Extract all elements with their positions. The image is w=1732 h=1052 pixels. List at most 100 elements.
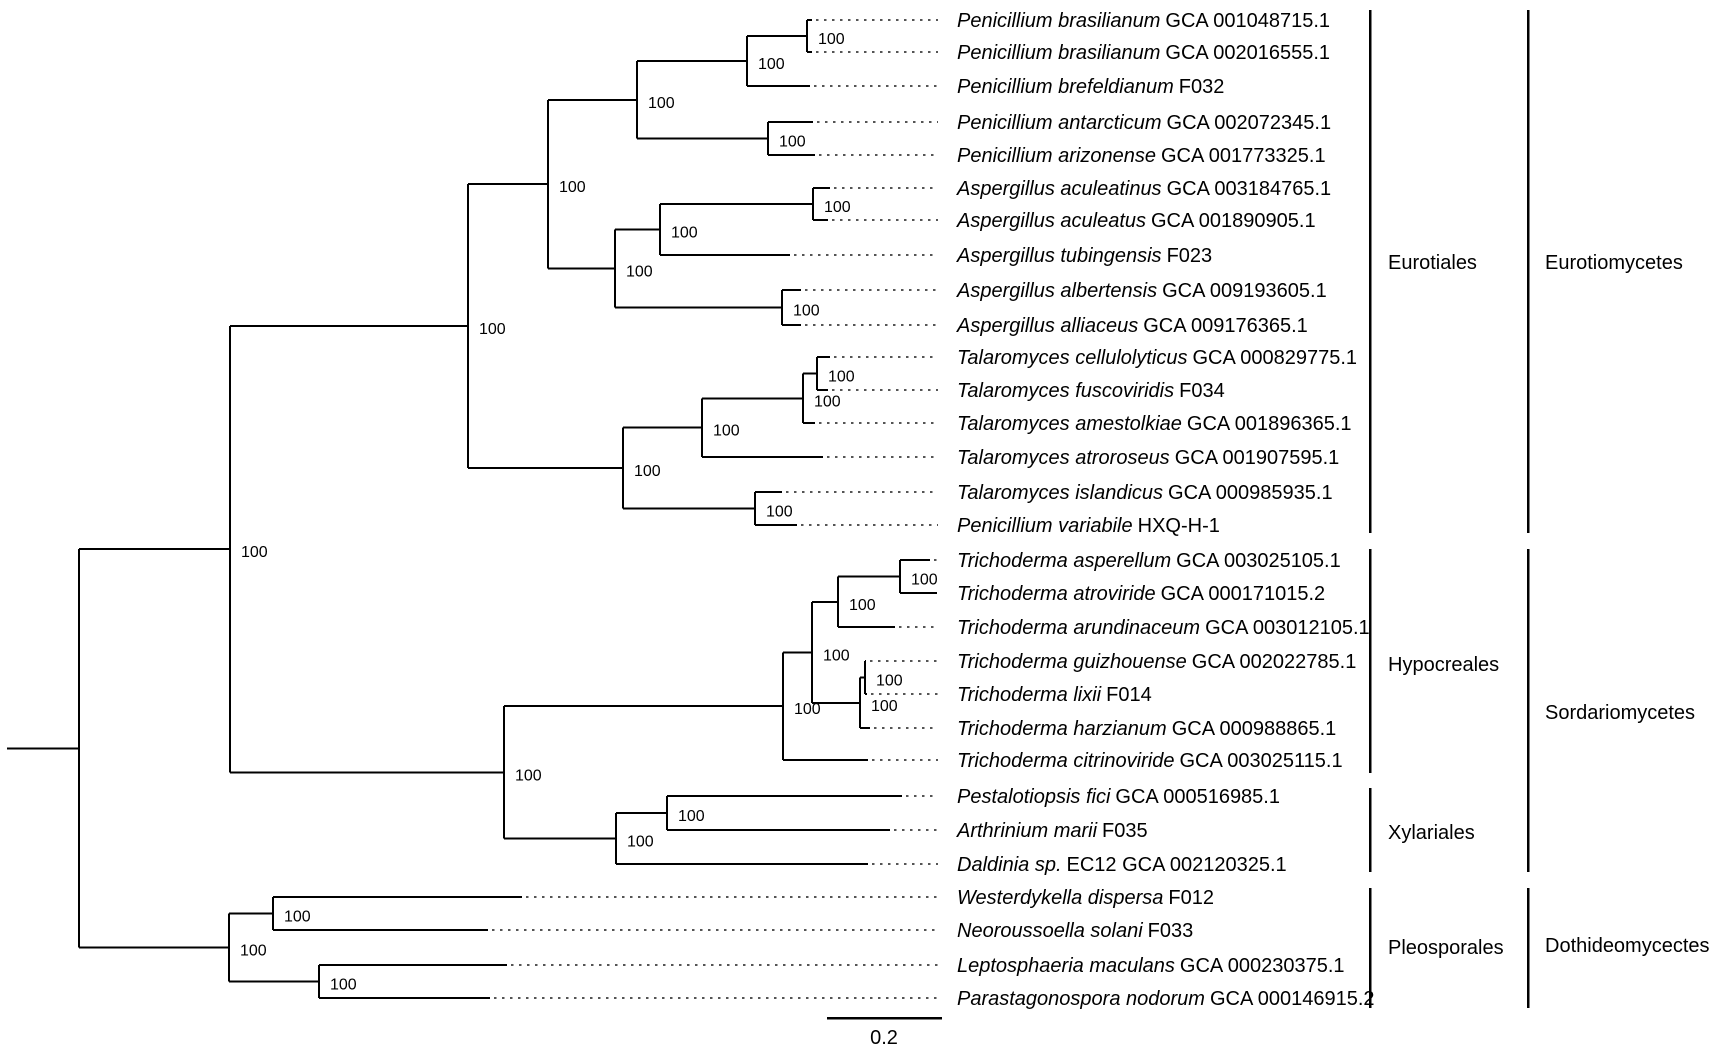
taxon-accession: GCA 001773325.1 (1161, 145, 1326, 167)
support-value: 100 (871, 698, 898, 715)
taxon-accession: GCA 003012105.1 (1205, 617, 1370, 639)
taxon-accession: F014 (1106, 684, 1152, 706)
taxon-name-italic: Penicillium brasilianum (957, 42, 1160, 64)
taxon-accession: GCA 001896365.1 (1187, 413, 1352, 435)
support-value: 100 (678, 808, 705, 825)
clade-label: Sordariomycetes (1545, 702, 1695, 724)
taxon-accession: GCA 009193605.1 (1162, 280, 1327, 302)
taxon-name-italic: Pestalotiopsis fici (957, 786, 1111, 808)
taxon-accession: GCA 000516985.1 (1115, 786, 1280, 808)
scale-bar-label: 0.2 (870, 1027, 898, 1049)
support-value: 100 (828, 369, 855, 386)
support-value: 100 (479, 321, 506, 338)
taxon-accession: GCA 000829775.1 (1192, 347, 1357, 369)
taxon-name-italic: Talaromyces amestolkiae (957, 413, 1182, 435)
support-value: 100 (330, 977, 357, 994)
taxon-name-italic: Aspergillus tubingensis (956, 245, 1162, 267)
taxon-accession: GCA 000230375.1 (1180, 955, 1345, 977)
support-value: 100 (713, 423, 740, 440)
support-value: 100 (793, 303, 820, 320)
taxon-accession: F034 (1179, 380, 1225, 402)
support-value: 100 (627, 834, 654, 851)
taxon-accession: GCA 009176365.1 (1143, 315, 1308, 337)
taxon-accession: HXQ-H-1 (1138, 515, 1220, 537)
taxon-name-italic: Aspergillus alliaceus (956, 315, 1138, 337)
taxon-name-italic: Talaromyces atroroseus (957, 447, 1170, 469)
support-value: 100 (911, 572, 938, 589)
support-value: 100 (671, 225, 698, 242)
taxon-name-italic: Arthrinium marii (956, 820, 1098, 842)
taxon-accession: GCA 001907595.1 (1175, 447, 1340, 469)
support-value: 100 (515, 767, 542, 784)
taxon-name-italic: Talaromyces islandicus (957, 482, 1163, 504)
taxon-accession: GCA 002016555.1 (1165, 42, 1330, 64)
taxon-name-italic: Aspergillus aculeatinus (956, 178, 1162, 200)
clade-label: Eurotiales (1388, 252, 1477, 274)
clade-label: Xylariales (1388, 822, 1475, 844)
support-value: 100 (559, 179, 586, 196)
taxon-accession: F035 (1102, 820, 1148, 842)
taxon-accession: GCA 001048715.1 (1165, 10, 1330, 32)
taxon-accession: GCA 000985935.1 (1168, 482, 1333, 504)
taxon-name-italic: Trichoderma atroviride (957, 583, 1156, 605)
taxon-accession: GCA 000988865.1 (1172, 718, 1337, 740)
taxon-name-italic: Parastagonospora nodorum (957, 988, 1205, 1010)
support-value: 100 (779, 134, 806, 151)
taxon-name-italic: Leptosphaeria maculans (957, 955, 1175, 977)
taxon-accession: GCA 002072345.1 (1167, 112, 1332, 134)
taxon-name-italic: Penicillium arizonense (957, 145, 1156, 167)
taxon-name-italic: Trichoderma citrinoviride (957, 750, 1174, 772)
support-value: 100 (626, 264, 653, 281)
taxon-accession: F012 (1168, 887, 1214, 909)
taxon-name-italic: Aspergillus albertensis (956, 280, 1157, 302)
taxon-name-italic: Penicillium variabile (957, 515, 1133, 537)
support-value: 100 (824, 199, 851, 216)
taxon-name-italic: Talaromyces cellulolyticus (957, 347, 1187, 369)
support-value: 100 (814, 393, 841, 410)
taxon-name-italic: Penicillium brefeldianum (957, 76, 1174, 98)
taxon-name-italic: Trichoderma guizhouense (957, 651, 1187, 673)
taxon-name-italic: Trichoderma lixii (957, 684, 1102, 706)
taxon-name-italic: Daldinia sp. (957, 854, 1062, 876)
taxon-name-italic: Neoroussoella solani (957, 920, 1143, 942)
taxon-name-italic: Aspergillus aculeatus (956, 210, 1146, 232)
support-value: 100 (648, 95, 675, 112)
taxon-accession: GCA 003025105.1 (1176, 550, 1341, 572)
support-value: 100 (876, 673, 903, 690)
taxon-accession: GCA 001890905.1 (1151, 210, 1316, 232)
support-value: 100 (823, 647, 850, 664)
support-value: 100 (634, 463, 661, 480)
clade-label: Hypocreales (1388, 654, 1499, 676)
support-value: 100 (818, 31, 845, 48)
support-value: 100 (849, 597, 876, 614)
clade-label: Eurotiomycetes (1545, 252, 1683, 274)
taxon-accession: EC12 GCA 002120325.1 (1067, 854, 1287, 876)
taxon-label: Daldinia sp.EC12 GCA 002120325.1 (957, 854, 1287, 876)
support-value: 100 (794, 701, 821, 718)
taxon-accession: F032 (1179, 76, 1225, 98)
support-value: 100 (241, 544, 268, 561)
